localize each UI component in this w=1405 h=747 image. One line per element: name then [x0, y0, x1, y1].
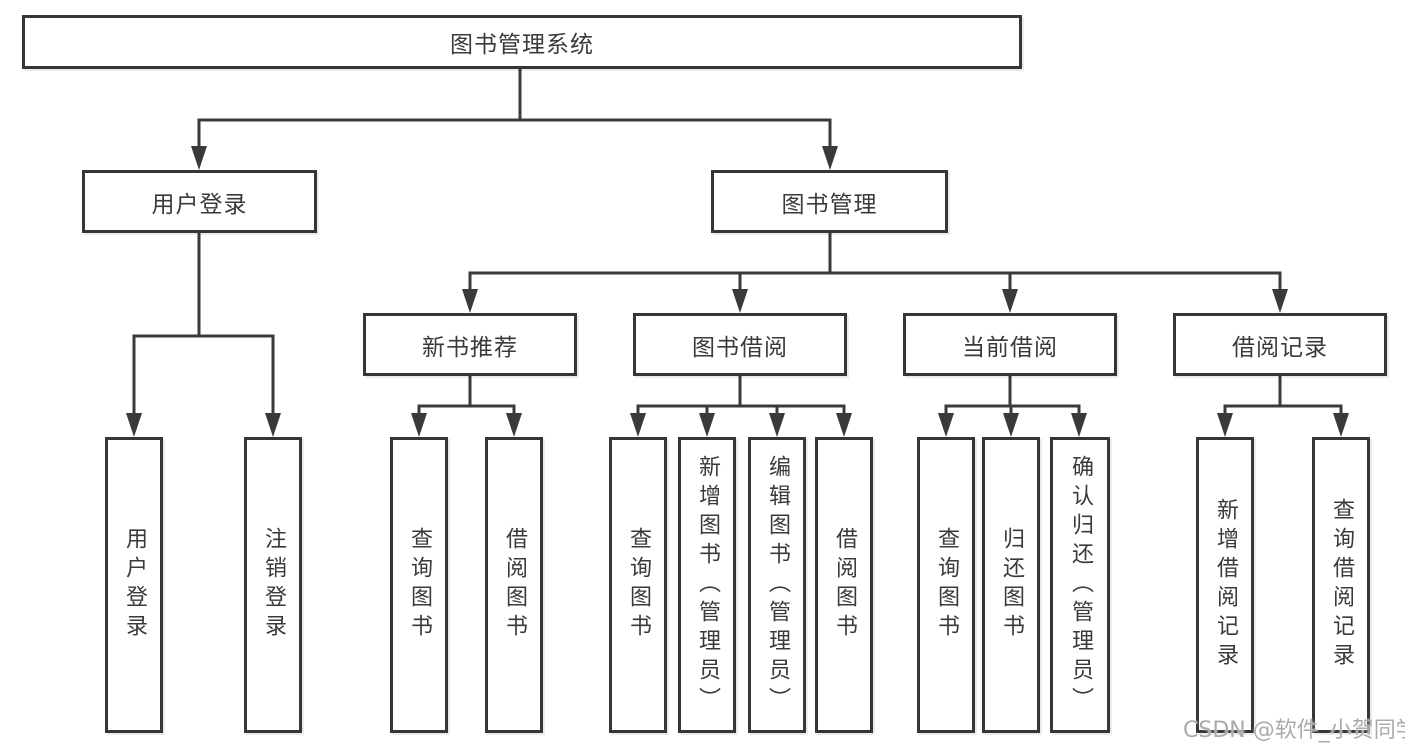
- leaf-borrowing-edit-books-admin: 编辑图书（管理员）: [748, 437, 806, 733]
- node-new-book-recommendation: 新书推荐: [363, 313, 577, 376]
- node-user-login: 用户登录: [82, 170, 317, 233]
- node-label: 图书管理系统: [450, 32, 594, 58]
- node-label: 查询图书: [626, 527, 651, 643]
- leaf-borrowing-query-books: 查询图书: [609, 437, 667, 733]
- node-label: 查询借阅记录: [1329, 498, 1354, 672]
- node-label: 归还图书: [999, 527, 1024, 643]
- node-book-borrowing: 图书借阅: [633, 313, 847, 376]
- leaf-current-query-books: 查询图书: [917, 437, 975, 733]
- node-label: 新书推荐: [422, 334, 518, 361]
- node-label: 查询图书: [407, 527, 432, 643]
- node-label: 图书借阅: [692, 334, 788, 361]
- node-current-borrowing: 当前借阅: [903, 313, 1117, 376]
- node-label: 借阅图书: [832, 527, 857, 643]
- node-borrowing-records: 借阅记录: [1173, 313, 1387, 376]
- leaf-user-login: 用户登录: [105, 437, 163, 733]
- csdn-watermark: CSDN @软件_小贺同学: [1183, 718, 1405, 743]
- node-book-management: 图书管理: [711, 170, 948, 233]
- leaf-records-add-record: 新增借阅记录: [1196, 437, 1254, 733]
- node-book-management-system: 图书管理系统: [22, 15, 1022, 69]
- leaf-borrowing-borrow-books: 借阅图书: [815, 437, 873, 733]
- leaf-recommend-borrow-books: 借阅图书: [485, 437, 543, 733]
- node-label: 查询图书: [934, 527, 959, 643]
- leaf-recommend-query-books: 查询图书: [390, 437, 448, 733]
- node-label: 编辑图书（管理员）: [765, 454, 790, 716]
- node-label: 当前借阅: [962, 334, 1058, 361]
- node-label: 新增图书（管理员）: [695, 454, 720, 716]
- node-label: 注销登录: [261, 527, 286, 643]
- node-label: 确认归还（管理员）: [1068, 454, 1093, 716]
- node-label: 借阅图书: [502, 527, 527, 643]
- node-label: 用户登录: [122, 527, 147, 643]
- node-label: 借阅记录: [1232, 334, 1328, 361]
- leaf-current-return-books: 归还图书: [982, 437, 1040, 733]
- node-label: 新增借阅记录: [1213, 498, 1238, 672]
- leaf-records-query-record: 查询借阅记录: [1312, 437, 1370, 733]
- leaf-borrowing-add-books-admin: 新增图书（管理员）: [678, 437, 736, 733]
- node-label: 图书管理: [781, 191, 878, 218]
- leaf-logout: 注销登录: [244, 437, 302, 733]
- node-label: 用户登录: [151, 191, 248, 218]
- leaf-current-confirm-return-admin: 确认归还（管理员）: [1050, 437, 1110, 733]
